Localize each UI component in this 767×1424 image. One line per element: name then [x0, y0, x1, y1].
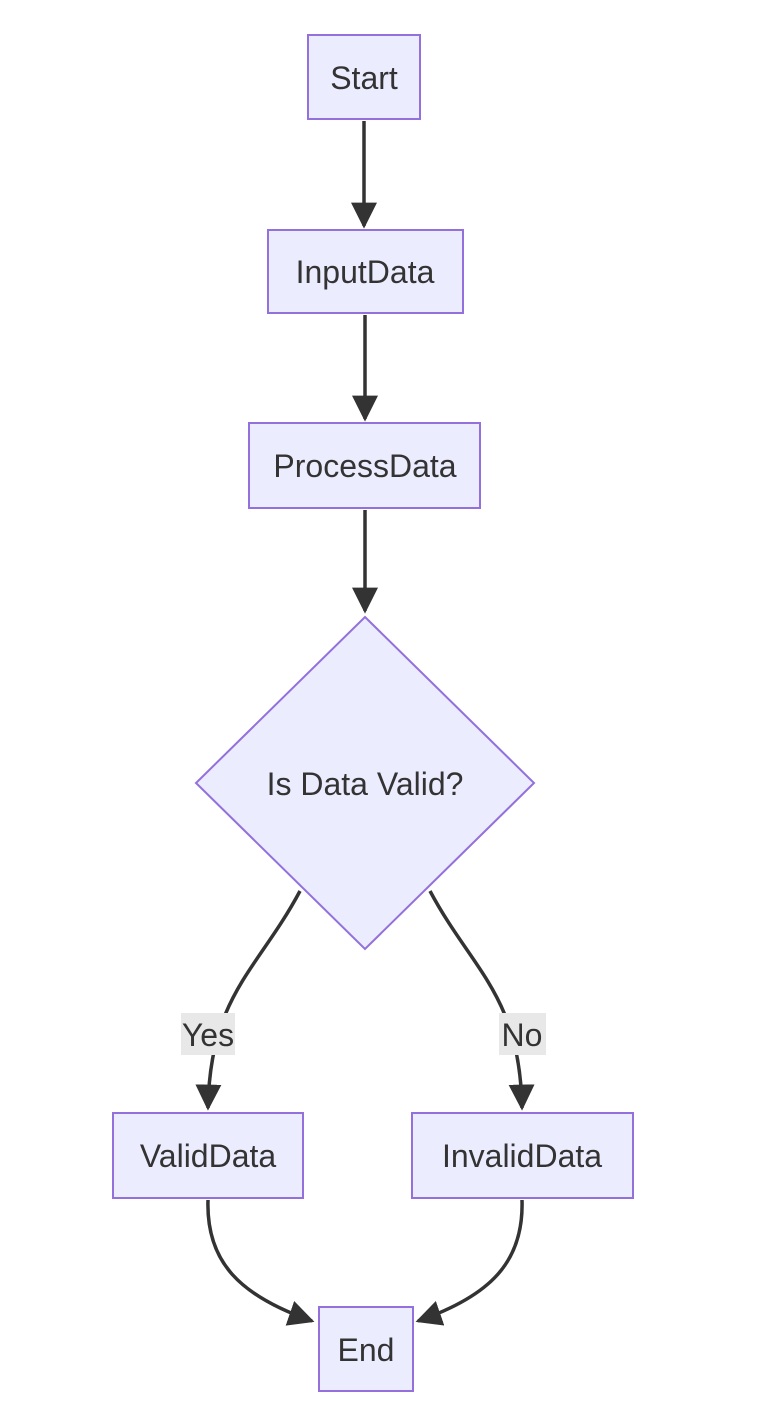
edge-label-yes: Yes: [182, 1017, 234, 1053]
node-end-shape: [318, 1306, 414, 1392]
node-processdata: ProcessData: [248, 422, 481, 509]
node-inputdata-shape: [267, 229, 464, 314]
edge-decision-yes-to-validdata: [195, 890, 302, 1111]
node-end-label: End: [338, 1332, 395, 1368]
node-start-shape: [307, 34, 421, 120]
node-end: End: [318, 1306, 414, 1392]
edge-invaliddata-to-end: [415, 1199, 524, 1326]
edge-label-no: No: [502, 1017, 543, 1053]
node-invaliddata-shape: [411, 1112, 634, 1199]
node-start-label: Start: [330, 60, 398, 96]
node-processdata-shape: [248, 422, 481, 509]
node-validdata: ValidData: [112, 1112, 304, 1199]
edge-labels-layer: Yes No: [181, 1013, 546, 1055]
node-invaliddata: InvalidData: [411, 1112, 634, 1199]
edge-label-yes-background: [181, 1013, 235, 1055]
node-inputdata-label: InputData: [296, 254, 435, 290]
node-invaliddata-label: InvalidData: [442, 1138, 602, 1174]
node-validdata-shape: [112, 1112, 304, 1199]
node-inputdata: InputData: [267, 229, 464, 314]
edge-label-no-background: [499, 1013, 546, 1055]
edge-decision-no-to-invaliddata: [428, 890, 535, 1111]
edges-layer: [195, 121, 535, 1326]
node-decision-shape: [194, 615, 536, 951]
node-decision-is-data-valid: Is Data Valid?: [194, 615, 536, 951]
nodes-layer: Start InputData ProcessData Is Data Vali…: [112, 34, 634, 1392]
edge-validdata-to-end: [206, 1199, 315, 1326]
node-validdata-label: ValidData: [140, 1138, 277, 1174]
node-decision-label: Is Data Valid?: [267, 766, 464, 802]
node-processdata-label: ProcessData: [273, 448, 456, 484]
node-start: Start: [307, 34, 421, 120]
